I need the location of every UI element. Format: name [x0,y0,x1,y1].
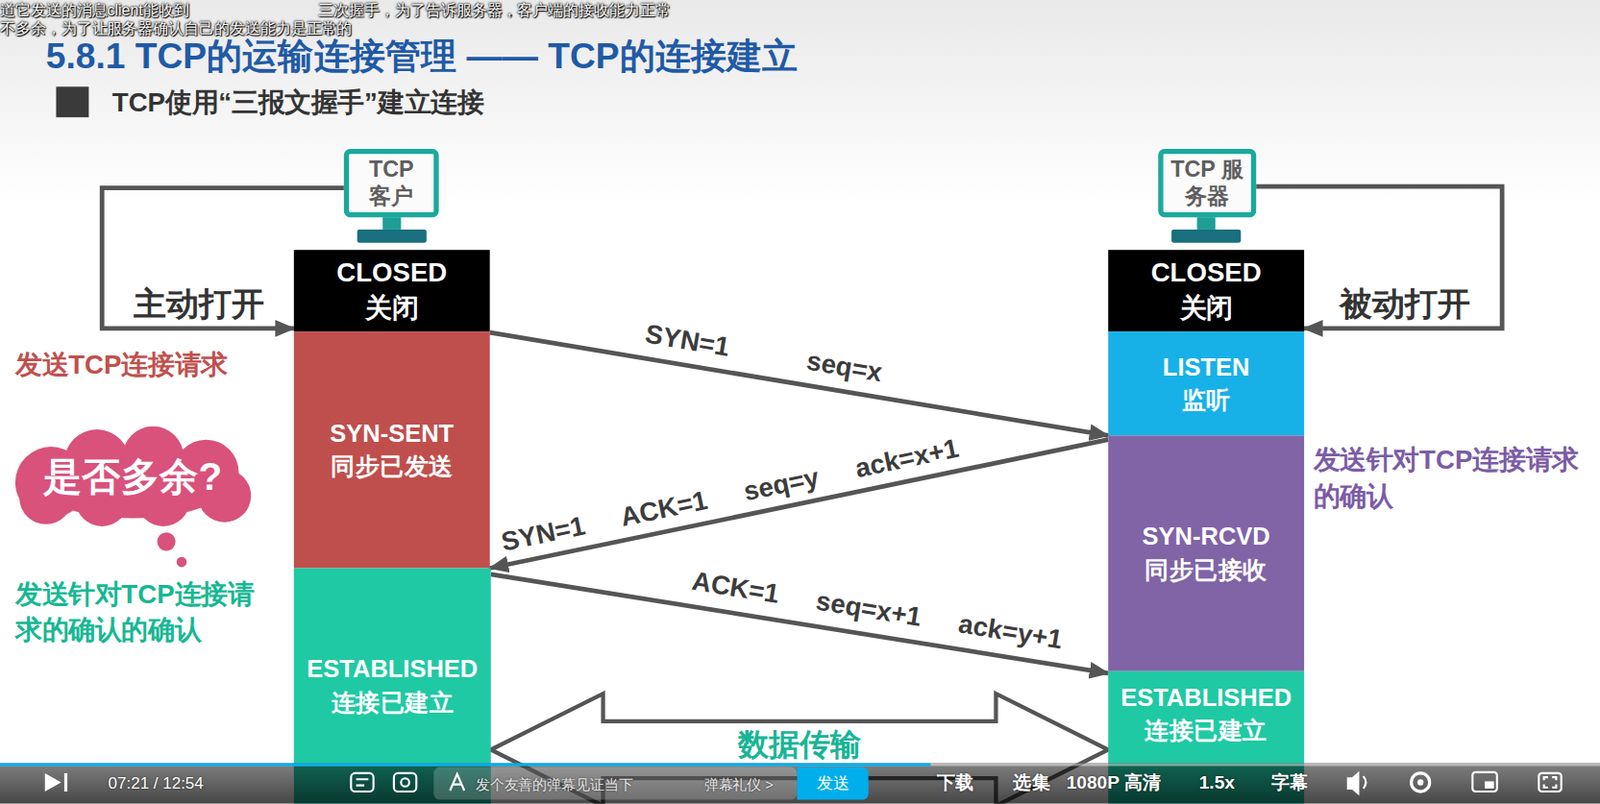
state-name: ESTABLISHED 连接已建立 [1115,681,1298,748]
fullscreen-icon [1544,777,1557,788]
state-box: SYN-RCVD 同步已接收 [1107,435,1305,671]
annotation: 发送TCP连接请求 [15,346,228,383]
danmaku-comment: 不多余，为了让服务器确认自己的发送能力是正常的 [0,19,352,37]
edge-label: 主动打开 [133,285,265,323]
danmaku-settings-icon [393,773,417,792]
volume-icon [1347,771,1360,796]
host-icon: TCP 客户 [344,148,440,218]
annotation: 发送针对TCP连接请求的确认的确认 [15,576,271,649]
danmaku-input-box [433,767,797,801]
speed-selector: 1.5x [1199,772,1235,793]
annotation: 发送针对TCP连接请求的确认 [1313,443,1592,516]
host-name: TCP 客户 [359,156,423,211]
next-icon [64,773,68,792]
quality-selector: 1080P 高清 [1066,772,1161,793]
edge-label: SYN=1 ACK=1 seq=y ack=x+1 [498,433,961,559]
monitor-stand [1197,217,1216,230]
send-button: 发送 [796,767,868,801]
danmaku-settings-icon [400,778,409,787]
state-box: CLOSED 关闭 [1107,249,1305,332]
subtitle-toggle: 字幕 [1271,772,1308,793]
edge-label: ACK=1 seq=x+1 ack=y+1 [689,566,1065,657]
danmaku-toggle-icon [356,779,370,786]
state-name: LISTEN 监听 [1155,350,1257,418]
state-name: CLOSED 关闭 [331,254,452,327]
play-icon [45,773,62,792]
danmaku-comment: 三次握手，为了告诉服务器，客户端的接收能力正常 [318,0,670,19]
font-icon [449,774,465,791]
danmaku-placeholder: 发个友善的弹幕见证当下 [475,774,634,795]
pip-icon [1484,781,1495,788]
state-box: LISTEN 监听 [1107,331,1305,436]
slide-title: 5.8.1 TCP的运输连接管理 —— TCP的连接建立 [46,36,799,76]
settings-icon [1417,779,1424,786]
volume-icon [1363,776,1367,789]
progress-track [0,763,1600,766]
segment-arrow [490,440,1109,569]
cloud-text: 是否多余? [43,454,222,501]
edge-label: 数据传输 [738,727,861,764]
state-name: CLOSED 关闭 [1146,254,1267,327]
fullscreen-icon [1538,773,1561,792]
playback-time: 07:21 / 12:54 [108,773,204,794]
thought-cloud: 是否多余? [10,426,256,529]
settings-icon [1411,773,1430,792]
player-menu-item: 选集 [1012,772,1050,793]
pip-icon [1472,772,1497,792]
thought-bubble [157,532,176,551]
host-name: TCP 服务器 [1168,156,1247,211]
state-name: SYN-SENT 同步已发送 [322,417,462,484]
player-menu-item: 下载 [936,772,974,793]
monitor-base [1171,229,1241,244]
state-box: CLOSED 关闭 [294,249,491,332]
progress-fill [0,763,931,766]
state-name: ESTABLISHED 连接已建立 [301,653,484,720]
state-box: SYN-SENT 同步已发送 [294,331,491,568]
slide-subtitle: TCP使用“三报文握手”建立连接 [112,85,485,119]
danmaku-toggle-icon [350,773,373,792]
thought-bubble [176,557,188,568]
monitor-stand [382,217,401,230]
host-icon: TCP 服务器 [1157,148,1256,218]
edge-label: 被动打开 [1339,285,1471,323]
bullet-square [55,86,89,118]
danmaku-etiquette-link: 弹幕礼仪 > [704,774,774,795]
state-name: SYN-RCVD 同步已接收 [1136,520,1276,588]
danmaku-comment: 道它发送的消息client能收到 [0,0,189,19]
monitor-base [357,229,427,244]
